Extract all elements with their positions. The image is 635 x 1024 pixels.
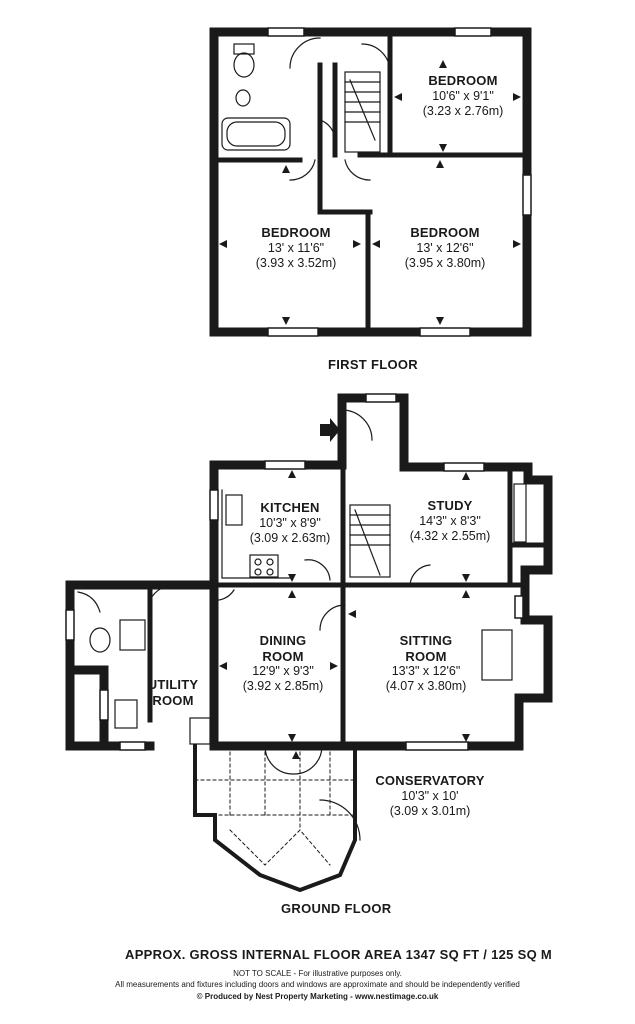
scale-note: NOT TO SCALE - For illustrative purposes… [233,969,402,978]
room-dim-imperial: 13' x 11'6" [267,240,325,255]
room-dim-metric: (4.07 x 3.80m) [385,679,467,694]
room-name: DINING [259,633,307,648]
room-name: KITCHEN [260,500,320,515]
ground-floor-windows [65,393,524,751]
room-kitchen: KITCHEN 10'3" x 8'9" (3.09 x 2.63m) [240,500,340,546]
room-bedroom-3: BEDROOM 13' x 12'6" (3.95 x 3.80m) [385,225,505,271]
fireplace [481,483,527,681]
room-name-2: ROOM [262,648,304,664]
ground-floor-stairs [349,504,391,578]
room-dim-imperial: 10'3" x 10' [401,788,459,803]
room-bedroom-1: BEDROOM 10'6" x 9'1" (3.23 x 2.76m) [408,73,518,119]
utility-fixtures [77,591,146,729]
room-study: STUDY 14'3" x 8'3" (4.32 x 2.55m) [395,498,505,544]
floor-area-summary: APPROX. GROSS INTERNAL FLOOR AREA 1347 S… [125,947,553,962]
room-name: BEDROOM [261,225,331,240]
room-name: BEDROOM [428,73,498,88]
room-utility: UTILITY ROOM [138,677,208,708]
credit-note: © Produced by Nest Property Marketing - … [196,992,439,1001]
room-dim-imperial: 10'3" x 8'9" [259,515,321,530]
room-name: STUDY [427,498,473,513]
room-name: SITTING [399,633,453,648]
room-bedroom-2: BEDROOM 13' x 11'6" (3.93 x 3.52m) [236,225,356,271]
room-dim-metric: (3.92 x 2.85m) [242,679,324,694]
first-floor-windows [267,27,532,337]
conservatory-glazing [194,745,356,866]
room-name: UTILITY [147,677,199,692]
disclaimer-note: All measurements and fixtures including … [115,980,520,989]
dimension-markers [219,60,521,759]
room-sitting: SITTING ROOM 13'3" x 12'6" (4.07 x 3.80m… [366,633,486,694]
room-dim-imperial: 10'6" x 9'1" [432,88,494,103]
room-dim-imperial: 14'3" x 8'3" [419,513,481,528]
entrance-arrow-icon [320,418,340,442]
first-floor-title: FIRST FLOOR [328,357,418,372]
room-dim-metric: (3.93 x 3.52m) [255,255,337,270]
ground-floor-title: GROUND FLOOR [281,901,392,916]
room-name: BEDROOM [410,225,480,240]
room-dim-metric: (3.23 x 2.76m) [422,103,504,118]
ground-floor-inner-walls [147,462,551,749]
ground-floor-doors [149,409,431,775]
room-name-2: ROOM [152,692,194,708]
room-dim-metric: (3.09 x 2.63m) [249,530,331,545]
room-dim-imperial: 12'9" x 9'3" [252,664,314,679]
first-floor-doors [289,37,391,181]
first-floor-stairs [344,71,381,153]
room-dim-metric: (4.32 x 2.55m) [409,528,491,543]
room-dim-imperial: 13' x 12'6" [416,240,474,255]
room-dining: DINING ROOM 12'9" x 9'3" (3.92 x 2.85m) [228,633,338,694]
room-conservatory: CONSERVATORY 10'3" x 10' (3.09 x 3.01m) [365,773,495,819]
bathroom-fixtures [221,43,291,151]
kitchen-fixtures [221,489,291,579]
room-dim-imperial: 13'3" x 12'6" [391,664,461,679]
room-name: CONSERVATORY [375,773,485,788]
room-dim-metric: (3.95 x 3.80m) [404,255,486,270]
room-dim-metric: (3.09 x 3.01m) [389,803,471,818]
room-name-2: ROOM [405,648,447,664]
